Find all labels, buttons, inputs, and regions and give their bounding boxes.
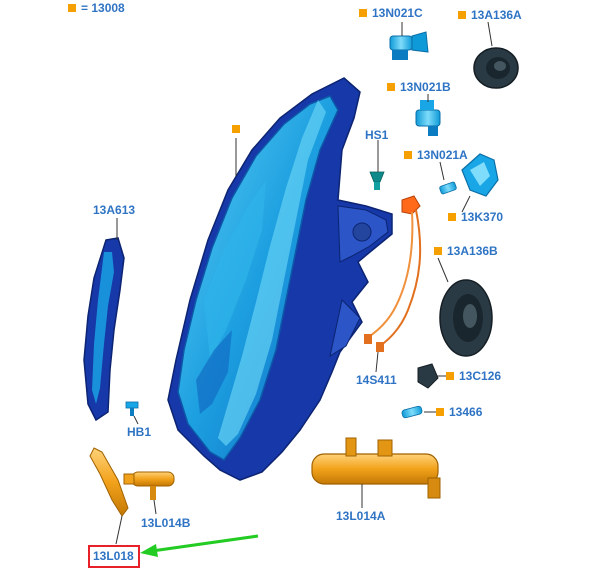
- connector-13c126: [417, 363, 439, 389]
- part-label: 13L014B: [141, 516, 191, 530]
- part-label: 13A613: [93, 203, 136, 217]
- hs1-clip: [369, 171, 385, 190]
- orange-square-icon: [359, 9, 367, 17]
- orange-square-icon: [448, 213, 456, 221]
- part-label: 13A136B: [447, 244, 498, 258]
- orange-square-icon: [458, 11, 466, 19]
- socket-13k370: [461, 153, 499, 197]
- part-label: 13N021A: [417, 148, 468, 162]
- part-label: 13N021B: [400, 80, 451, 94]
- part-label: 13C126: [459, 369, 502, 383]
- orange-square-icon: [68, 4, 76, 12]
- part-label: HS1: [365, 128, 389, 142]
- orange-square-icon: [446, 372, 454, 380]
- part-label: 13N021C: [372, 6, 423, 20]
- side-marker-strip: [83, 237, 125, 422]
- bulb-13n021c: [389, 31, 429, 60]
- part-label: 13K370: [461, 210, 504, 224]
- bulb-13n021a: [439, 181, 457, 195]
- wiring-harness-14s411: [364, 195, 422, 352]
- part-label: HB1: [127, 425, 152, 439]
- orange-square-icon: [387, 83, 395, 91]
- orange-square-icon: [434, 247, 442, 255]
- bulb-13n021b: [415, 100, 441, 136]
- washer-pump-13l014b: [123, 471, 175, 500]
- highlight-box: [88, 545, 140, 568]
- hb1-clip: [125, 401, 139, 416]
- cover-panel-13l018: [89, 447, 129, 517]
- washer-jet-13l014a: [311, 437, 441, 499]
- dust-cover-13a136a: [473, 47, 519, 89]
- bulb-13466: [401, 405, 423, 419]
- dust-cover-13a136b: [439, 279, 493, 357]
- highlight-arrow: [140, 534, 259, 557]
- orange-square-icon: [436, 408, 444, 416]
- part-label: 13L018: [93, 549, 134, 563]
- orange-square-icon: [404, 151, 412, 159]
- orange-square-icon: [232, 125, 240, 133]
- part-label: 14S411: [356, 373, 397, 387]
- part-label: 13A136A: [471, 8, 522, 22]
- legend-text: = 13008: [81, 1, 125, 15]
- part-label: 13466: [449, 405, 483, 419]
- part-label: 13L014A: [336, 509, 386, 523]
- headlamp-housing: [167, 77, 393, 481]
